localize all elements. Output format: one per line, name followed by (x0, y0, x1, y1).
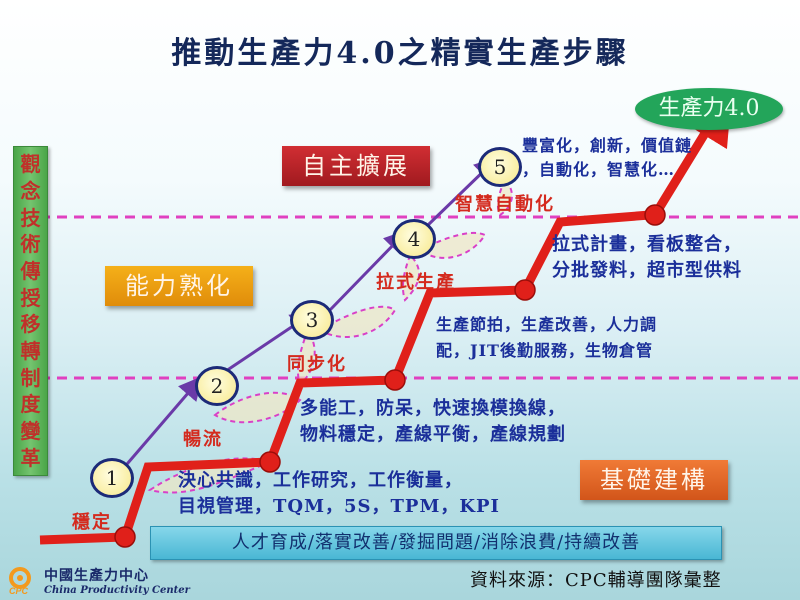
vbar-char: 轉 (20, 338, 41, 363)
vbar-char: 傳 (20, 258, 41, 283)
staircase-path (39, 210, 651, 545)
svg-text:CPC: CPC (9, 586, 29, 595)
vbar-char: 度 (20, 392, 41, 417)
step-5-circle: 5 (478, 147, 522, 187)
vbar-char: 念 (20, 178, 41, 203)
stage-box-bottom: 基礎建構 (580, 460, 728, 500)
vbar-char: 變 (20, 418, 41, 443)
step-3-description: 生產節拍，生產改善，人力調 配，JIT後勤服務，生物倉管 (436, 315, 658, 360)
step-3-label: 同步化 (287, 354, 347, 375)
step-1-label: 穩定 (72, 512, 112, 533)
step-2-label: 暢流 (183, 429, 223, 450)
left-vertical-bar: 觀 念 技 術 傳 授 移 轉 制 度 變 革 (13, 146, 48, 476)
step-3-circle: 3 (290, 300, 334, 340)
logo-english-name: China Productivity Center (44, 585, 190, 596)
step-1-circle: 1 (90, 458, 134, 498)
goal-productivity-4-oval: 生產力4.0 (635, 88, 783, 130)
source-note: 資料來源：CPC輔導團隊彙整 (470, 570, 722, 591)
foundation-bar: 人才育成/落實改善/發掘問題/消除浪費/持續改善 (150, 526, 722, 560)
step-2-circle: 2 (195, 366, 239, 406)
vbar-char: 授 (20, 285, 41, 310)
step-4-description: 拉式計畫，看板整合， 分批發料，超市型供料 (552, 234, 742, 281)
page-title: 推動生產力4.0之精實生產步驟 (171, 36, 629, 71)
step-4-label: 拉式生產 (376, 272, 456, 293)
cpc-logo: CPC 中國生產力中心 China Productivity Center (6, 565, 190, 596)
step-1-description: 決心共識，工作研究，工作衡量， 目視管理，TQM，5S，TPM，KPI (178, 470, 500, 517)
step-2-description: 多能工，防呆，快速換模換線， 物料穩定，產線平衡，產線規劃 (300, 398, 566, 445)
step-5-label: 智慧自動化 (455, 194, 555, 215)
vbar-char: 術 (20, 232, 41, 257)
cpc-logo-icon: CPC (6, 566, 40, 596)
stage-box-top: 自主擴展 (282, 146, 430, 186)
step-5-description: 豐富化，創新，價值鏈 ，自動化，智慧化… (522, 136, 693, 179)
stage-box-middle: 能力熟化 (105, 266, 253, 306)
vbar-char: 制 (20, 365, 41, 390)
staircase-nodes (114, 204, 666, 548)
vbar-char: 革 (20, 445, 41, 470)
logo-chinese-name: 中國生產力中心 (44, 568, 149, 584)
step-4-circle: 4 (392, 219, 436, 259)
vbar-char: 移 (20, 312, 41, 337)
vbar-char: 技 (20, 205, 41, 230)
pdca-loops (147, 178, 513, 494)
vbar-char: 觀 (20, 152, 41, 177)
